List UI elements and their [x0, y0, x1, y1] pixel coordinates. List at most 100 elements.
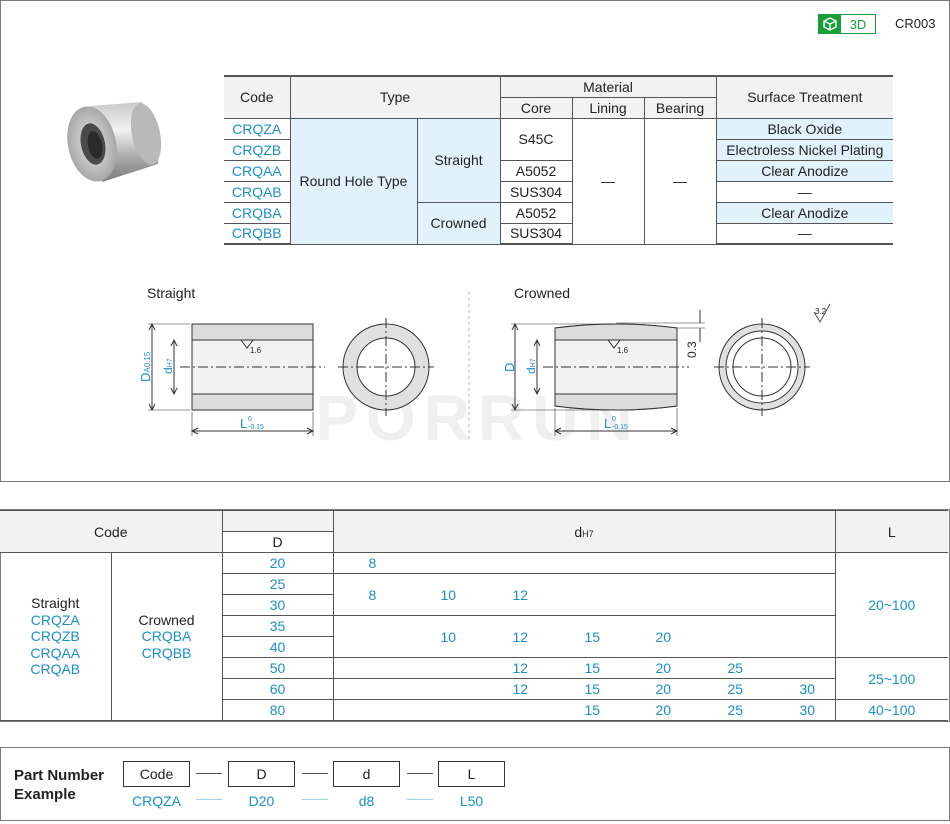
- surface-cell: Electroless Nickel Plating: [715, 138, 894, 161]
- part-number-title-line1: Part Number: [14, 767, 105, 784]
- header-lining: Lining: [571, 96, 645, 119]
- dim-L-tol-upper: 0: [612, 416, 616, 423]
- D-value: 60: [221, 678, 334, 700]
- core-cell: S45C: [499, 117, 573, 161]
- dim-d: d: [524, 367, 538, 374]
- svg-text:dH7: dH7: [524, 358, 538, 374]
- straight-end-view: [338, 318, 434, 416]
- pn-box-L: L: [438, 761, 505, 787]
- d-value: 10: [440, 628, 457, 645]
- surface-cell: Black Oxide: [715, 117, 894, 140]
- code-cell[interactable]: CRQZA: [224, 117, 291, 140]
- d-value: 30: [799, 702, 816, 718]
- crown-dim: 0.3: [685, 341, 699, 358]
- lining-cell: —: [571, 117, 645, 245]
- size-table: Code dH7 L D Straight CRQZA CRQZB CRQAA …: [0, 510, 948, 721]
- code-cell[interactable]: CRQBA: [224, 201, 291, 224]
- pn-dash: [302, 773, 328, 774]
- dim-L-tol-upper: 0: [248, 416, 252, 423]
- d-value: 12: [512, 660, 529, 676]
- dim-d-tol: H7: [167, 358, 174, 367]
- dim-D-tol: A0.15: [143, 351, 152, 372]
- code-cell[interactable]: CRQAA: [224, 159, 291, 182]
- d-value: 15: [584, 702, 601, 718]
- surface-cell: Clear Anodize: [715, 159, 894, 182]
- pn-value-L: L50: [459, 793, 484, 809]
- d-values-row: 10 12 15 20: [332, 615, 836, 658]
- surface-cell: —: [715, 180, 894, 203]
- d-value: 20: [655, 660, 672, 676]
- size-header-L: L: [834, 510, 948, 553]
- 3d-model-button[interactable]: 3D: [818, 14, 876, 34]
- d-value: 15: [584, 628, 601, 645]
- pn-value-code: CRQZA: [132, 793, 181, 809]
- straight-codes-cell: Straight CRQZA CRQZB CRQAA CRQAB: [0, 552, 112, 721]
- d-value: 15: [584, 681, 601, 697]
- pn-value-D: D20: [248, 793, 275, 809]
- code-cell[interactable]: CRQZB: [224, 138, 291, 161]
- svg-text:DA0.15: DA0.15: [138, 351, 153, 382]
- dim-L: L: [604, 416, 611, 431]
- spec-table: Code Type Material Surface Treatment Cor…: [224, 75, 894, 245]
- part-number-title: Part Number Example: [14, 766, 104, 804]
- pn-value-d: d8: [358, 793, 375, 809]
- D-value: 30: [221, 594, 334, 616]
- pn-dash-blue: [407, 799, 433, 800]
- d-value: 25: [727, 702, 744, 718]
- L-range: 40~100: [834, 699, 948, 721]
- crowned-label: Crowned: [138, 611, 195, 628]
- d-value: 25: [727, 681, 744, 697]
- d-value: 12: [512, 628, 529, 645]
- header-core: Core: [499, 96, 573, 119]
- type-straight: Straight: [416, 117, 501, 203]
- type-round-hole: Round Hole Type: [289, 117, 418, 245]
- d-value: 8: [368, 555, 377, 571]
- dim-L: L: [240, 416, 247, 431]
- pn-box-D: D: [228, 761, 295, 787]
- L-range: 20~100: [834, 552, 948, 658]
- straight-code[interactable]: CRQZB: [30, 628, 80, 645]
- dim-L-tol-lower: -0.15: [612, 424, 628, 431]
- header-material: Material: [499, 75, 717, 98]
- header-bearing: Bearing: [643, 96, 717, 119]
- crowned-drawing-title: Crowned: [514, 285, 571, 301]
- size-header-d-label: d: [574, 523, 583, 540]
- dim-D: D: [502, 363, 517, 372]
- d-value: 20: [655, 681, 672, 697]
- core-cell: A5052: [499, 159, 573, 182]
- D-value: 80: [221, 699, 334, 721]
- straight-code[interactable]: CRQZA: [30, 611, 80, 628]
- dim-D: D: [138, 373, 153, 382]
- pn-dash-blue: [302, 799, 328, 800]
- d-value: 30: [799, 681, 816, 697]
- technical-drawing: PORRUN 1.6 DA0.15 dH7 L 0 -0.15: [138, 292, 831, 450]
- size-header-d-sub: H7: [582, 528, 594, 539]
- code-cell[interactable]: CRQAB: [224, 180, 291, 203]
- product-photo: [67, 102, 162, 182]
- header-type: Type: [289, 75, 501, 119]
- code-cell[interactable]: CRQBB: [224, 222, 291, 245]
- svg-text:dH7: dH7: [161, 358, 175, 374]
- straight-code[interactable]: CRQAA: [30, 644, 81, 661]
- dim-d-tol: H7: [530, 358, 537, 367]
- type-crowned: Crowned: [416, 201, 501, 245]
- core-cell: SUS304: [499, 222, 573, 245]
- straight-code[interactable]: CRQAB: [30, 661, 81, 678]
- crowned-code[interactable]: CRQBB: [141, 644, 192, 661]
- straight-label: Straight: [31, 595, 80, 612]
- pn-box-d: d: [333, 761, 400, 787]
- d-value: 25: [727, 660, 744, 676]
- d-values-row: 8: [332, 552, 836, 574]
- D-value: 40: [221, 636, 334, 658]
- roughness-label-2: 3.2: [815, 307, 827, 316]
- d-value: 20: [655, 628, 672, 645]
- straight-side-view: 1.6 DA0.15 dH7 L 0 -0.15: [138, 322, 325, 436]
- D-value: 35: [221, 615, 334, 637]
- crowned-code[interactable]: CRQBA: [141, 628, 192, 645]
- bearing-cell: —: [643, 117, 717, 245]
- size-header-code: Code: [0, 510, 223, 553]
